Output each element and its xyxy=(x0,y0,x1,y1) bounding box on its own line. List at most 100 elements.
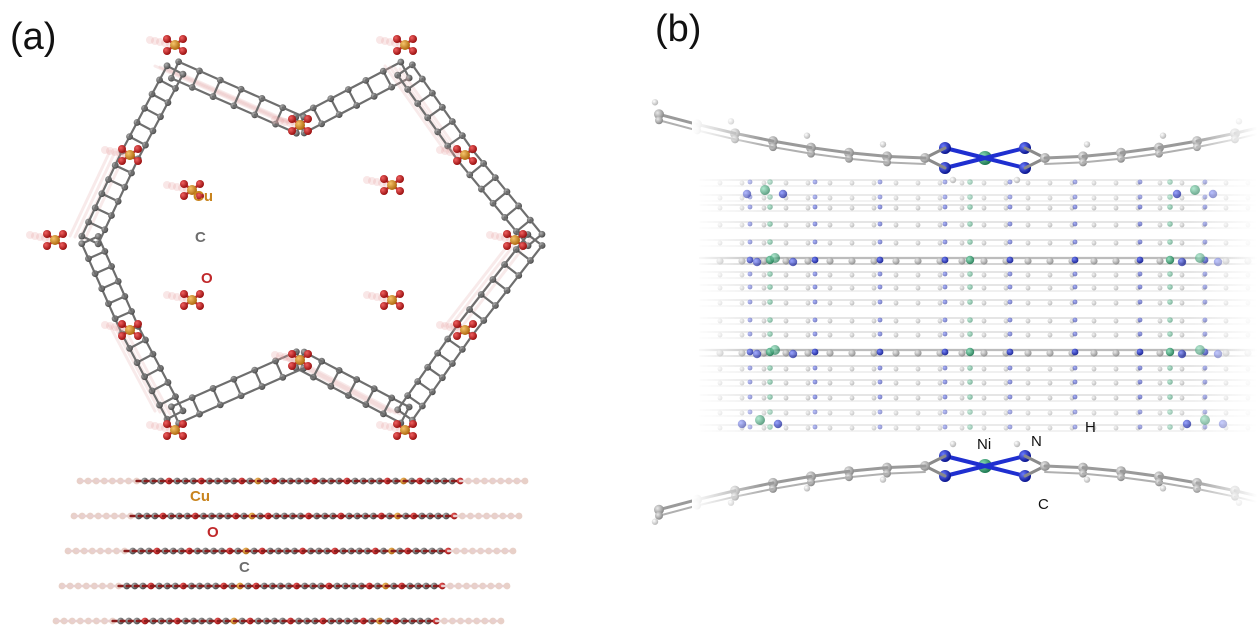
oxygen-shadow xyxy=(271,351,279,359)
carbon-atom-b xyxy=(959,205,965,211)
carbon-atom-b xyxy=(761,300,767,306)
carbon-atom-b xyxy=(959,318,965,324)
oxygen-shadow xyxy=(376,421,384,429)
carbon-atom-b xyxy=(937,366,943,372)
carbon-atom-b xyxy=(893,180,899,186)
nickel-atom-b xyxy=(767,221,773,227)
carbon-atom-b xyxy=(1179,285,1185,291)
hydrogen-atom-front xyxy=(1083,141,1091,148)
nickel-atom-side xyxy=(760,185,770,195)
bond xyxy=(847,466,889,473)
carbon-atom-b xyxy=(915,240,921,246)
hydrogen-atom-front xyxy=(1013,440,1021,448)
nickel-atom-b xyxy=(767,204,773,210)
nitrogen-atom-side xyxy=(773,419,783,429)
oxygen-shadow xyxy=(168,182,176,190)
bond xyxy=(943,464,987,478)
oxygen-atom xyxy=(59,230,67,238)
bond xyxy=(219,78,243,91)
oxygen-atom xyxy=(118,157,126,165)
oxygen-atom xyxy=(196,290,204,298)
nitrogen-atom-b xyxy=(1007,204,1013,210)
carbon-atom-b xyxy=(1157,180,1163,186)
oxygen-shadow xyxy=(376,36,384,44)
bond xyxy=(393,66,457,155)
nickel-atom-b xyxy=(967,394,973,400)
carbon-atom-b xyxy=(849,366,855,372)
carbon-atom-b xyxy=(959,272,965,278)
oxygen-shadow xyxy=(363,291,371,299)
bond xyxy=(293,357,402,416)
oxygen-atom xyxy=(288,115,296,123)
nitrogen-atom-b xyxy=(876,256,884,264)
nickel-atom-b xyxy=(767,409,773,415)
carbon-atom-b xyxy=(761,285,767,291)
bond xyxy=(168,67,297,126)
nitrogen-atom-b xyxy=(1136,256,1144,264)
carbon-atom-b xyxy=(893,318,899,324)
oxygen-shadow xyxy=(281,118,289,126)
carbon-atom-b xyxy=(827,410,833,416)
oxygen-atom xyxy=(118,332,126,340)
carbon-atom-b xyxy=(1003,272,1009,278)
oxygen-atom xyxy=(396,290,404,298)
carbon-atom-b xyxy=(827,395,833,401)
hydrogen-atom-front xyxy=(1083,476,1091,483)
oxygen-atom xyxy=(409,35,417,43)
carbon-atom-b xyxy=(937,332,943,338)
carbon-atom-b xyxy=(827,300,833,306)
bond xyxy=(108,324,157,413)
carbon-atom-b xyxy=(937,205,943,211)
carbon-atom-b xyxy=(1047,332,1053,338)
carbon-atom-b xyxy=(783,366,789,372)
oxygen-atom xyxy=(503,242,511,250)
hydrogen-atom-front xyxy=(1159,485,1167,492)
carbon-atom-b xyxy=(1179,366,1185,372)
bond xyxy=(211,95,235,107)
fade-right xyxy=(1190,100,1257,530)
carbon-atom-b xyxy=(871,272,877,278)
oxygen-atom xyxy=(396,187,404,195)
bond xyxy=(211,378,235,390)
carbon-atom-b xyxy=(805,240,811,246)
oxygen-atom xyxy=(469,157,477,165)
nitrogen-atom-b xyxy=(1007,365,1013,371)
bond xyxy=(1044,471,1084,475)
carbon-atom-b xyxy=(827,222,833,228)
carbon-atom-b xyxy=(937,300,943,306)
carbon-atom-b xyxy=(959,380,965,386)
carbon-atom-b xyxy=(937,318,943,324)
carbon-atom-b xyxy=(915,332,921,338)
side-atom xyxy=(515,512,523,520)
carbon-atom-b xyxy=(1003,395,1009,401)
carbon-atom-b xyxy=(981,272,987,278)
bond xyxy=(943,156,987,170)
carbon-atom-b xyxy=(871,180,877,186)
carbon-atom-b xyxy=(805,395,811,401)
oxygen-shadow xyxy=(496,233,504,241)
carbon-atom-b xyxy=(1179,195,1185,201)
copper-atom xyxy=(295,120,305,130)
oxygen-shadow xyxy=(363,176,371,184)
carbon-atom-b xyxy=(892,257,900,265)
carbon-atom-b xyxy=(760,349,768,357)
carbon-atom-b xyxy=(937,222,943,228)
oxygen-shadow xyxy=(436,321,444,329)
copper-atom xyxy=(170,425,180,435)
nickel-atom-b xyxy=(967,317,973,323)
copper-atom xyxy=(295,355,305,365)
hydrogen-atom-front xyxy=(949,440,957,448)
nitrogen-atom-b xyxy=(942,299,948,305)
carbon-atom-b xyxy=(761,180,767,186)
bond xyxy=(260,376,284,388)
nitrogen-atom-b xyxy=(1072,179,1078,185)
carbon-atom-b xyxy=(981,332,987,338)
oxygen-shadow xyxy=(373,178,381,186)
carbon-atom-b xyxy=(937,180,943,186)
bond xyxy=(809,146,851,155)
nitrogen-atom-b xyxy=(1136,348,1144,356)
carbon-atom-b xyxy=(1025,285,1031,291)
carbon-atom-b xyxy=(871,425,877,431)
oxygen-shadow xyxy=(106,322,114,330)
nitrogen-atom-b xyxy=(1072,271,1078,277)
